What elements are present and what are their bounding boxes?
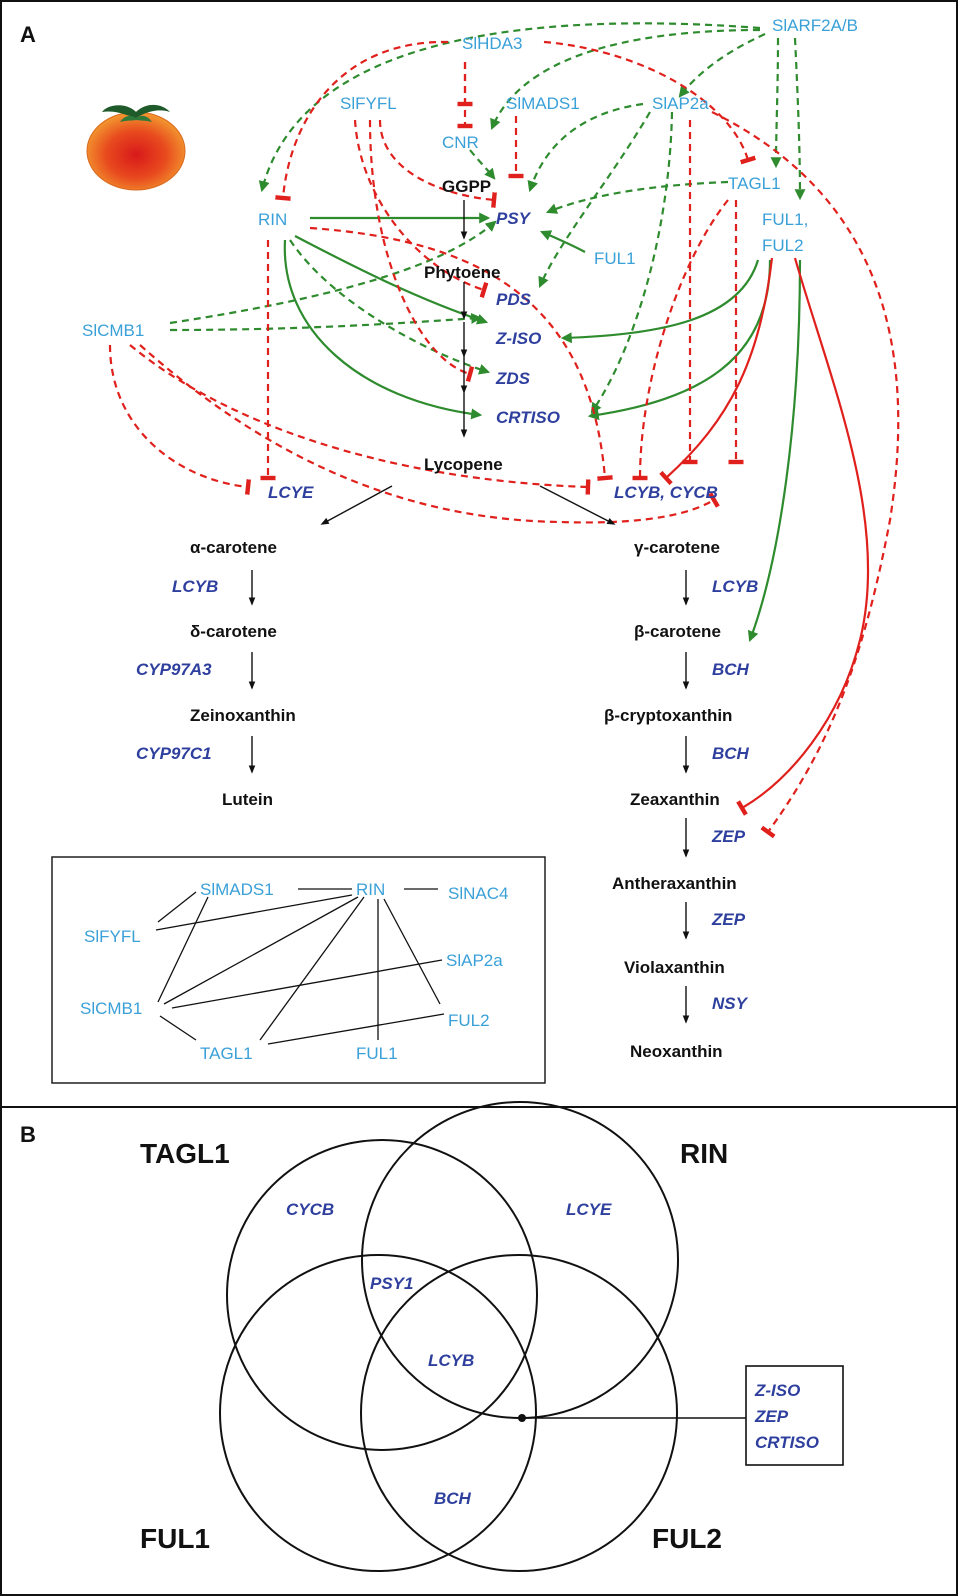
metabolite-delta-carotene: δ-carotene — [190, 622, 277, 641]
gene-zep-2: ZEP — [711, 910, 746, 929]
network-node-cmb1: SlCMB1 — [80, 999, 142, 1018]
network-node-mads1: SlMADS1 — [200, 880, 274, 899]
gene-zep-1: ZEP — [711, 827, 746, 846]
venn-circle-ful2 — [360, 1254, 678, 1572]
venn-label-tagl1: TAGL1 — [140, 1138, 230, 1169]
network-node-fyfl: SlFYFL — [84, 927, 141, 946]
regulator-cnr: CNR — [442, 133, 479, 152]
metabolite-labels: GGPP Phytoene Lycopene α-carotene δ-caro… — [190, 177, 737, 1061]
gene-labels: PSY PDS Z-ISO ZDS CRTISO LCYE LCYB, CYCB… — [136, 209, 758, 1013]
metabolite-ggpp: GGPP — [442, 177, 491, 196]
panel-b-label: B — [20, 1122, 36, 1147]
metabolite-beta-cryptoxanthin: β-cryptoxanthin — [604, 706, 732, 725]
gene-nsy: NSY — [712, 994, 749, 1013]
gene-bch-2: BCH — [712, 744, 750, 763]
metabolite-violaxanthin: Violaxanthin — [624, 958, 725, 977]
metabolite-beta-carotene: β-carotene — [634, 622, 721, 641]
regulator-arf2ab: SlARF2A/B — [772, 16, 858, 35]
metabolite-zeinoxanthin: Zeinoxanthin — [190, 706, 296, 725]
venn-gene-lcyb: LCYB — [428, 1351, 474, 1370]
gene-psy: PSY — [496, 209, 532, 228]
regulator-hda3: SlHDA3 — [462, 34, 522, 53]
regulator-mads1: SlMADS1 — [506, 94, 580, 113]
venn-box-gene-1: Z-ISO — [754, 1381, 800, 1400]
venn-label-ful2: FUL2 — [652, 1523, 722, 1554]
venn-circle-ful1 — [219, 1254, 537, 1572]
network-node-ap2a: SlAP2a — [446, 951, 503, 970]
gene-lcyb-alpha: LCYB — [172, 577, 218, 596]
network-frame — [51, 856, 546, 1084]
interaction-network-inset: SlMADS1 RIN SlNAC4 SlFYFL SlAP2a SlCMB1 … — [51, 856, 546, 1084]
network-node-ful1: FUL1 — [356, 1044, 398, 1063]
panel-a-label: A — [20, 22, 36, 47]
venn-box-gene-3: CRTISO — [755, 1433, 819, 1452]
regulator-ap2a: SlAP2a — [652, 94, 709, 113]
venn-diagram: TAGL1 RIN FUL1 FUL2 CYCB LCYE PSY1 LCYB … — [140, 1101, 844, 1572]
gene-crtiso: CRTISO — [496, 408, 560, 427]
venn-callout-box — [745, 1365, 844, 1466]
metabolite-neoxanthin: Neoxanthin — [630, 1042, 723, 1061]
gene-zds: ZDS — [495, 369, 531, 388]
regulator-cmb1: SlCMB1 — [82, 321, 144, 340]
gene-bch-1: BCH — [712, 660, 750, 679]
regulator-labels: SlARF2A/B SlHDA3 SlFYFL SlMADS1 SlAP2a C… — [82, 16, 858, 340]
regulator-rin: RIN — [258, 210, 287, 229]
regulator-ful1: FUL1 — [594, 249, 636, 268]
metabolite-zeaxanthin: Zeaxanthin — [630, 790, 720, 809]
regulator-fyfl: SlFYFL — [340, 94, 397, 113]
pathway-arrows — [248, 200, 690, 1024]
venn-gene-psy1: PSY1 — [370, 1274, 413, 1293]
metabolite-lycopene: Lycopene — [424, 455, 503, 474]
venn-label-ful1: FUL1 — [140, 1523, 210, 1554]
venn-gene-lcye: LCYE — [566, 1200, 612, 1219]
venn-circle-rin — [361, 1101, 679, 1419]
venn-callout-dot — [518, 1414, 526, 1422]
regulator-tagl1: TAGL1 — [728, 174, 781, 193]
venn-circle-tagl1 — [226, 1139, 538, 1451]
network-node-nac4: SlNAC4 — [448, 884, 508, 903]
network-node-rin: RIN — [356, 880, 385, 899]
gene-cyp97a3: CYP97A3 — [136, 660, 212, 679]
network-node-ful2: FUL2 — [448, 1011, 490, 1030]
tomato-icon — [86, 104, 186, 191]
metabolite-antheraxanthin: Antheraxanthin — [612, 874, 737, 893]
repression-links — [108, 40, 900, 839]
metabolite-alpha-carotene: α-carotene — [190, 538, 277, 557]
regulator-ful1ful2-line1: FUL1, — [762, 210, 808, 229]
gene-ziso: Z-ISO — [495, 329, 541, 348]
venn-label-rin: RIN — [680, 1138, 728, 1169]
venn-gene-bch: BCH — [434, 1489, 472, 1508]
venn-box-gene-2: ZEP — [754, 1407, 789, 1426]
metabolite-phytoene: Phytoene — [424, 263, 501, 282]
metabolite-gamma-carotene: γ-carotene — [634, 538, 720, 557]
venn-gene-cycb: CYCB — [286, 1200, 334, 1219]
regulator-ful1ful2-line2: FUL2 — [762, 236, 804, 255]
gene-cyp97c1: CYP97C1 — [136, 744, 212, 763]
network-node-tagl1: TAGL1 — [200, 1044, 253, 1063]
metabolite-lutein: Lutein — [222, 790, 273, 809]
gene-pds: PDS — [496, 290, 532, 309]
gene-lcyb-cycb: LCYB, CYCB — [614, 483, 718, 502]
gene-lcyb-gamma: LCYB — [712, 577, 758, 596]
gene-lcye: LCYE — [268, 483, 314, 502]
network-edges — [155, 888, 445, 1045]
